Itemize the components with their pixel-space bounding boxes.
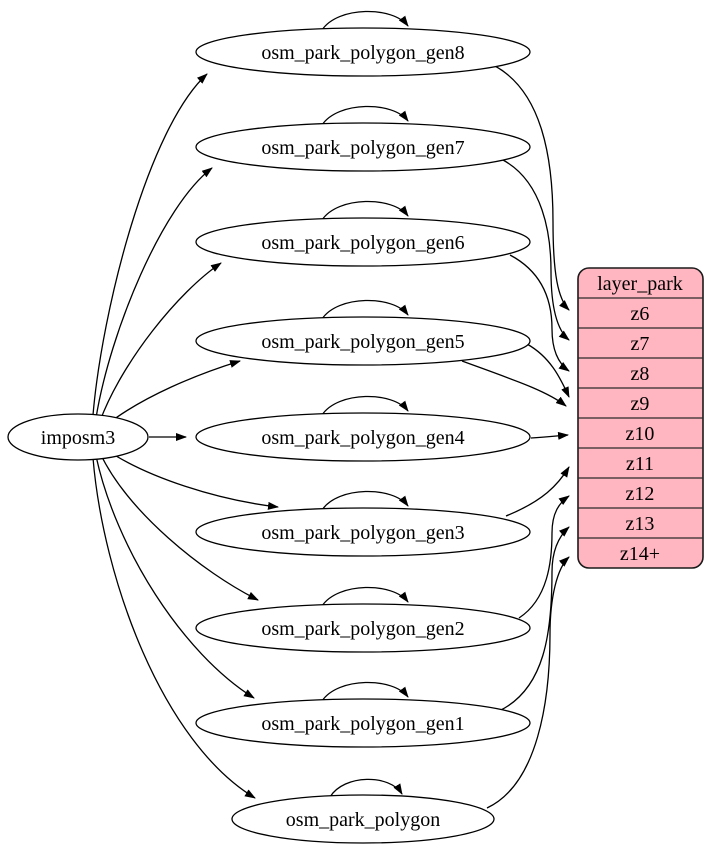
edge-imposm3-to-gen1 (95, 455, 255, 699)
edge-imposm3-to-gen8 (92, 73, 208, 416)
table-layer-park: layer_park z6 z7 z8 z9 z10 z11 z12 z13 z… (577, 267, 704, 569)
gen3-ellipse (195, 507, 531, 557)
edge-imposm3-to-polygon (92, 457, 256, 799)
node-label: osm_park_polygon (286, 809, 440, 831)
table-row-z12: z12 (626, 483, 655, 505)
node-label: osm_park_polygon_gen7 (261, 137, 464, 159)
table-row-z9: z9 (631, 393, 650, 415)
edge-gen4-self-loop (321, 395, 409, 416)
node-label: osm_park_polygon_gen2 (261, 618, 464, 640)
edge-gen2-to-z12 (518, 495, 570, 619)
edge-gen3-to-z11 (505, 466, 570, 517)
edge-gen4-to-z10 (530, 431, 569, 440)
gen5-ellipse (195, 316, 531, 366)
table-title: layer_park (597, 273, 683, 295)
edge-gen8-to-z6 (494, 65, 570, 311)
table-row-z13: z13 (626, 513, 655, 535)
table-row-z6: z6 (631, 303, 650, 325)
table-row-z10: z10 (626, 423, 655, 445)
edge-gen5-to-z9-strand2 (461, 360, 567, 407)
table-row-z7: z7 (631, 333, 650, 355)
table-row-z11: z11 (626, 453, 654, 475)
edge-gen1-self-loop (321, 681, 409, 702)
gen4-ellipse (195, 412, 531, 462)
edge-polygon-self-loop (329, 778, 403, 798)
node-label: osm_park_polygon_gen1 (261, 713, 464, 735)
gen1-ellipse (195, 698, 531, 748)
edge-imposm3-to-gen5 (104, 360, 241, 427)
node-osm-park-polygon-gen6: osm_park_polygon_gen6 (195, 217, 531, 267)
node-label: osm_park_polygon_gen4 (261, 427, 464, 449)
edge-gen5-to-z9 (526, 343, 570, 398)
gen8-ellipse (195, 27, 531, 77)
polygon-ellipse (231, 794, 495, 844)
edges-to-layer-park (461, 65, 570, 809)
node-label: osm_park_polygon_gen5 (261, 331, 464, 353)
edge-gen7-to-z7 (502, 159, 570, 341)
node-label: osm_park_polygon_gen6 (261, 232, 464, 254)
edge-gen1-to-z13 (498, 526, 570, 712)
node-osm-park-polygon: osm_park_polygon (231, 794, 495, 844)
edge-gen5-self-loop (321, 299, 409, 320)
node-label: imposm3 (41, 427, 115, 449)
node-label: osm_park_polygon_gen8 (261, 42, 464, 64)
self-loop-edges (321, 10, 409, 798)
edge-imposm3-to-gen6 (99, 262, 222, 422)
gen6-ellipse (195, 217, 531, 267)
node-imposm3: imposm3 (7, 413, 149, 461)
edge-gen6-to-z8 (509, 254, 570, 372)
edge-gen6-self-loop (321, 200, 409, 221)
node-osm-park-polygon-gen7: osm_park_polygon_gen7 (195, 122, 531, 172)
node-osm-park-polygon-gen3: osm_park_polygon_gen3 (195, 507, 531, 557)
edge-imposm3-to-gen3 (104, 448, 279, 510)
gen7-ellipse (195, 122, 531, 172)
node-osm-park-polygon-gen8: osm_park_polygon_gen8 (195, 27, 531, 77)
edge-gen8-self-loop (321, 10, 409, 31)
node-osm-park-polygon-gen2: osm_park_polygon_gen2 (195, 603, 531, 653)
node-osm-park-polygon-gen5: osm_park_polygon_gen5 (195, 316, 531, 366)
edges-from-imposm3 (92, 73, 279, 799)
edge-imposm3-to-gen2 (99, 452, 259, 601)
table-row-z8: z8 (631, 363, 650, 385)
imposm3-ellipse (7, 413, 149, 461)
edge-gen3-self-loop (321, 490, 409, 511)
node-osm-park-polygon-gen4: osm_park_polygon_gen4 (195, 412, 531, 462)
edge-imposm3-to-gen7 (95, 167, 213, 419)
gen2-ellipse (195, 603, 531, 653)
table-row-z14plus: z14+ (620, 543, 660, 565)
node-label: osm_park_polygon_gen3 (261, 522, 464, 544)
edge-gen7-self-loop (321, 105, 409, 126)
node-osm-park-polygon-gen1: osm_park_polygon_gen1 (195, 698, 531, 748)
edge-polygon-to-z14plus (486, 556, 570, 809)
edge-gen2-self-loop (321, 586, 409, 607)
